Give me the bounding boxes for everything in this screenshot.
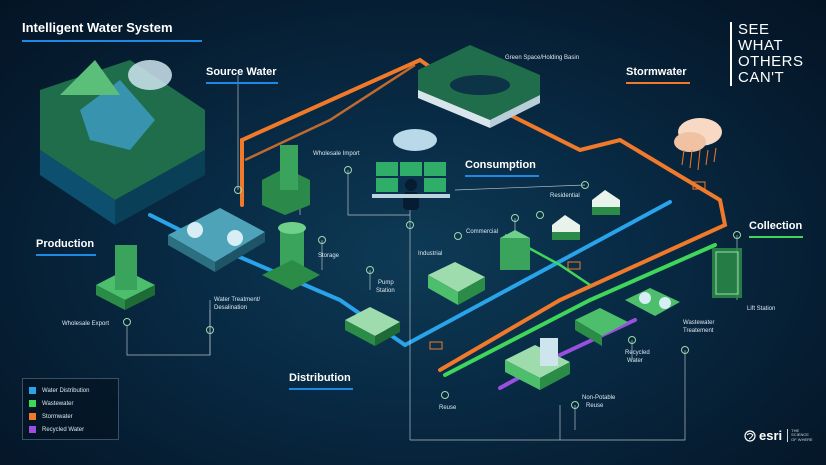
legend: Water Distribution Wastewater Stormwater… (22, 378, 119, 440)
tagline-line-1: SEE (738, 21, 770, 38)
wholesale-import-building (262, 145, 310, 215)
section-source-water-underline (206, 82, 278, 84)
label-pump-station-line1: Pump (378, 280, 394, 286)
section-source-water: Source Water (206, 66, 277, 78)
label-recycled-water-line1: Recycled (625, 350, 650, 356)
legend-label: Recycled Water (42, 426, 85, 433)
lift-station (712, 248, 742, 298)
section-production: Production (36, 238, 95, 250)
industrial-building (428, 262, 485, 305)
commercial-building (500, 230, 530, 270)
legend-swatch (29, 426, 36, 433)
esri-logo: esri THE SCIENCE OF WHERE (744, 428, 815, 443)
tagline-line-3: OTHERS (738, 53, 804, 70)
legend-swatch (29, 400, 36, 407)
section-stormwater-underline (626, 82, 690, 84)
section-collection-underline (749, 236, 803, 238)
legend-item-water-distribution: Water Distribution (29, 384, 112, 397)
section-consumption-underline (465, 175, 539, 177)
label-non-potable-line1: Non-Potable (582, 395, 616, 401)
pump-station (345, 307, 400, 346)
section-consumption: Consumption (465, 159, 536, 171)
wastewater-treatment-plant (625, 288, 680, 316)
label-wholesale-import: Wholesale Import (313, 151, 360, 157)
operations-center (372, 129, 450, 210)
label-water-treatment-line2: Desalination (214, 305, 248, 311)
tagline-line-2: WHAT (738, 37, 784, 54)
valve-boxes (429, 181, 706, 350)
title-underline (22, 40, 202, 42)
label-non-potable-line2: Reuse (586, 403, 604, 409)
label-water-treatment-line1: Water Treatment/ (214, 297, 261, 303)
stormwater-pipe (240, 57, 728, 372)
storage-tower (262, 222, 320, 290)
esri-wordmark: esri (759, 428, 783, 443)
label-lift-station: Lift Station (747, 306, 776, 312)
section-stormwater: Stormwater (626, 66, 687, 78)
tagline: SEE WHAT OTHERS CAN'T (730, 22, 818, 86)
label-storage: Storage (318, 253, 340, 259)
label-industrial: Industrial (418, 251, 443, 257)
page-title: Intelligent Water System (22, 20, 173, 35)
section-distribution: Distribution (289, 372, 351, 384)
source-water-terrain (40, 60, 205, 225)
tagline-line-4: CAN'T (738, 69, 785, 86)
label-wastewater-treatment-line1: Wastewater (683, 320, 715, 326)
label-commercial: Commercial (466, 229, 499, 235)
wastewater-pipe (443, 243, 717, 377)
esri-tagline: THE SCIENCE OF WHERE (787, 428, 815, 443)
label-recycled-water-line2: Water (627, 358, 643, 364)
recycled-water-facility (575, 308, 628, 346)
residential-houses (552, 190, 620, 240)
label-wastewater-treatment-line2: Treatement (683, 328, 714, 334)
label-pump-station-line2: Station (376, 288, 395, 294)
legend-item-stormwater: Stormwater (29, 410, 112, 423)
legend-item-recycled-water: Recycled Water (29, 423, 112, 436)
legend-label: Water Distribution (42, 387, 90, 394)
legend-label: Wastewater (42, 400, 74, 407)
non-potable-reuse-factory (505, 338, 570, 390)
label-wholesale-export: Wholesale Export (62, 321, 110, 327)
section-distribution-underline (289, 388, 353, 390)
water-treatment-plant (168, 208, 265, 272)
legend-swatch (29, 387, 36, 394)
section-production-underline (36, 254, 96, 256)
label-residential: Residential (550, 193, 580, 199)
legend-label: Stormwater (42, 413, 73, 420)
stormwater-pipe-2 (244, 63, 416, 162)
holding-basin (418, 45, 540, 128)
section-collection: Collection (749, 220, 803, 232)
wholesale-export-building (96, 245, 155, 310)
globe-icon (744, 429, 756, 442)
legend-swatch (29, 413, 36, 420)
storm-cloud (674, 118, 722, 171)
legend-item-wastewater: Wastewater (29, 397, 112, 410)
label-green-space: Green Space/Holding Basin (505, 55, 580, 61)
label-reuse: Reuse (439, 405, 457, 411)
